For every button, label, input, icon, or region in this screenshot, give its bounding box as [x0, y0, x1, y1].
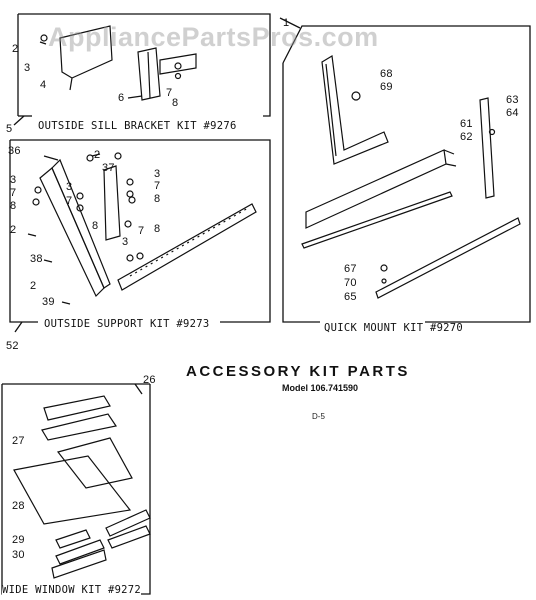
wide-kit-title: WIDE WINDOW KIT #9272: [2, 584, 142, 596]
part-label: 3: [24, 62, 31, 74]
part-label: 70: [344, 277, 357, 289]
part-label: 30: [12, 549, 25, 561]
sill-bracket-parts: [39, 25, 197, 101]
part-label: 67: [344, 263, 357, 275]
part-label: 39: [42, 296, 55, 308]
part-label: 29: [12, 534, 25, 546]
support-kit-box: [10, 139, 271, 323]
part-label: 27: [12, 435, 25, 447]
part-label: 37: [102, 162, 115, 174]
part-label: 8: [10, 200, 17, 212]
part-label: 68: [380, 68, 393, 80]
part-label: 8: [92, 220, 99, 232]
part-label: 7: [166, 87, 173, 99]
part-label: 7: [10, 187, 17, 199]
quick-kit-ref: 1: [283, 17, 290, 29]
part-label: 2: [30, 280, 37, 292]
quick-kit-box: [282, 25, 531, 323]
part-label: 7: [154, 180, 161, 192]
part-label: 3: [154, 168, 161, 180]
part-label: 2: [94, 149, 101, 161]
part-label: 3: [66, 181, 73, 193]
part-label: 61: [460, 118, 473, 130]
part-label: 62: [460, 131, 473, 143]
page-code: D-5: [312, 412, 325, 421]
support-kit-title: OUTSIDE SUPPORT KIT #9273: [44, 318, 210, 330]
part-label: 65: [344, 291, 357, 303]
part-label: 2: [10, 224, 17, 236]
part-label: 3: [122, 236, 129, 248]
part-label: 69: [380, 81, 393, 93]
support-kit-ref: 52: [6, 340, 19, 352]
sill-kit-title: OUTSIDE SILL BRACKET KIT #9276: [38, 120, 237, 132]
sill-kit-ref: 5: [6, 123, 13, 135]
part-label: 64: [506, 107, 519, 119]
part-label: 36: [8, 145, 21, 157]
part-label: 38: [30, 253, 43, 265]
part-label: 28: [12, 500, 25, 512]
part-label: 6: [118, 92, 125, 104]
part-label: 3: [10, 174, 17, 186]
watermark: AppliancePartsPros.com: [48, 22, 379, 52]
sill-kit-box: [18, 13, 271, 117]
model-number: Model 106.741590: [282, 383, 359, 393]
part-label: 63: [506, 94, 519, 106]
part-label: 8: [172, 97, 179, 109]
part-label: 7: [66, 195, 73, 207]
part-label: 8: [154, 193, 161, 205]
support-parts: [27, 152, 257, 305]
wide-kit-ref: 26: [143, 374, 156, 386]
part-label: 8: [154, 223, 161, 235]
part-label: 4: [40, 79, 47, 91]
part-label: 2: [12, 43, 19, 55]
quick-kit-title: QUICK MOUNT KIT #9270: [324, 322, 464, 334]
quick-mount-parts: [301, 55, 521, 299]
wide-window-parts: [13, 395, 151, 579]
page-title: ACCESSORY KIT PARTS: [186, 363, 410, 380]
part-label: 7: [138, 225, 145, 237]
